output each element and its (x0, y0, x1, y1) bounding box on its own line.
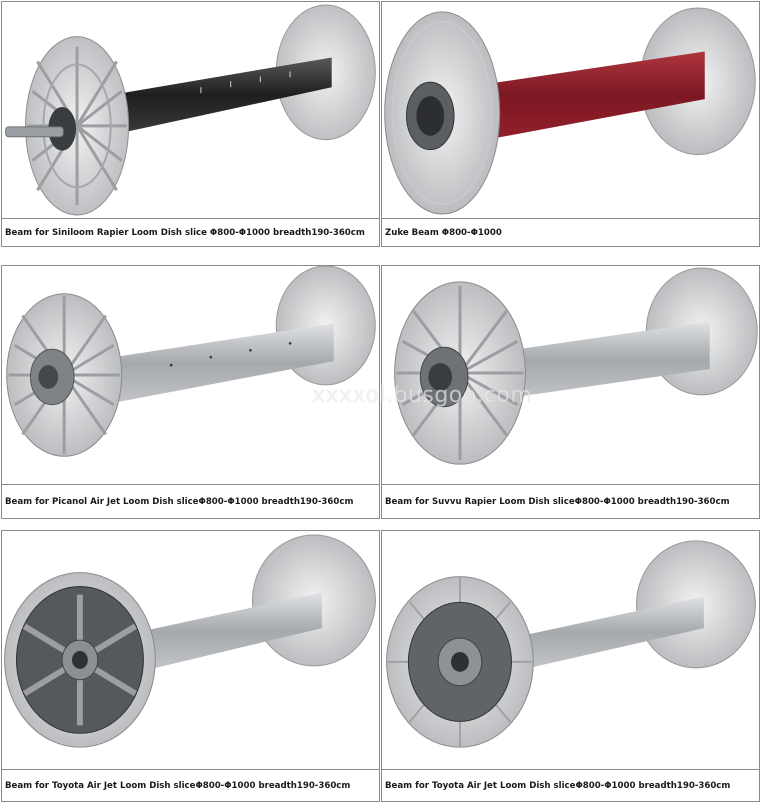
product-card: Beam for Picanol Air Jet Loom Dish slice… (1, 265, 380, 519)
warp-beam-image (384, 7, 756, 215)
warp-beam-image (4, 534, 376, 748)
product-card: Beam for Suvvu Rapier Loom Dish sliceΦ80… (381, 265, 760, 519)
warp-beam-image (6, 266, 376, 457)
product-caption: Beam for Toyota Air Jet Loom Dish sliceΦ… (382, 769, 759, 801)
product-photo (2, 531, 379, 769)
product-caption: Beam for Siniloom Rapier Loom Dish slice… (2, 218, 379, 246)
product-caption: Beam for Picanol Air Jet Loom Dish slice… (2, 484, 379, 518)
product-card: Beam for Toyota Air Jet Loom Dish sliceΦ… (1, 530, 380, 802)
product-card: Zuke Beam Φ800-Φ1000 (381, 1, 760, 247)
product-card: Beam for Toyota Air Jet Loom Dish sliceΦ… (381, 530, 760, 802)
product-photo (382, 2, 759, 218)
warp-beam-image (386, 540, 756, 748)
warp-beam-image (394, 267, 758, 465)
product-card: Beam for Siniloom Rapier Loom Dish slice… (1, 1, 380, 247)
product-photo (382, 266, 759, 484)
product-photo (2, 2, 379, 218)
product-photo (2, 266, 379, 484)
product-photo (382, 531, 759, 769)
product-caption: Zuke Beam Φ800-Φ1000 (382, 218, 759, 246)
warp-beam-image (5, 4, 376, 216)
product-caption: Beam for Toyota Air Jet Loom Dish sliceΦ… (2, 769, 379, 801)
product-caption: Beam for Suvvu Rapier Loom Dish sliceΦ80… (382, 484, 759, 518)
